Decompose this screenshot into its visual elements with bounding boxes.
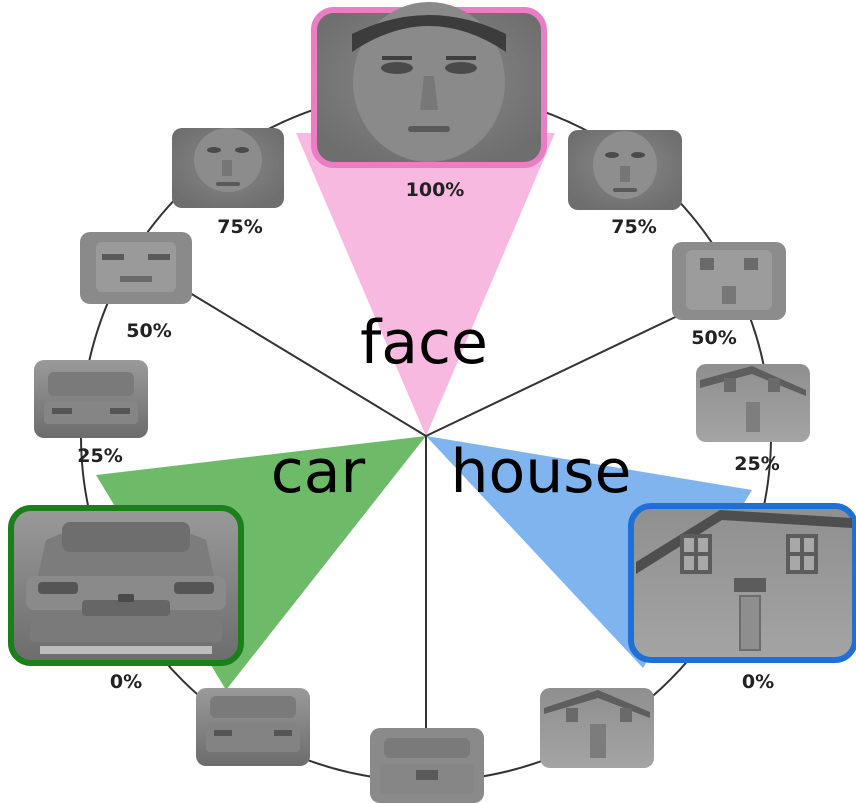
- car-image-0: [8, 505, 244, 666]
- thumb-car-left-25: [34, 360, 148, 438]
- spoke-left: [189, 292, 427, 437]
- label-face-100: 100%: [406, 179, 465, 201]
- house-image-0: [628, 503, 856, 663]
- thumb-face-right-50: [672, 242, 786, 320]
- label-right-50: 50%: [691, 327, 736, 349]
- thumb-face-left-50: [80, 232, 192, 304]
- face-wedge: [296, 133, 555, 436]
- thumb-face-left-75: [172, 128, 284, 208]
- label-car-0: 0%: [110, 671, 142, 693]
- car-wedge: [96, 436, 426, 690]
- thumb-car-bottom-left: [196, 688, 310, 766]
- thumb-morph-bottom-center: [370, 728, 484, 803]
- label-right-75: 75%: [611, 216, 656, 238]
- label-house-0: 0%: [742, 671, 774, 693]
- spoke-right: [425, 309, 691, 437]
- label-left-75: 75%: [217, 216, 262, 238]
- label-left-50: 50%: [126, 320, 171, 342]
- thumb-house-right-25: [696, 364, 810, 442]
- thumb-face-right-75: [568, 130, 682, 210]
- label-face: face: [360, 308, 488, 378]
- thumb-house-bottom-right: [540, 688, 654, 768]
- label-left-25: 25%: [77, 445, 122, 467]
- label-car: car: [271, 437, 366, 507]
- label-house: house: [451, 437, 632, 507]
- label-right-25: 25%: [734, 453, 779, 475]
- face-image-100: [311, 2, 547, 168]
